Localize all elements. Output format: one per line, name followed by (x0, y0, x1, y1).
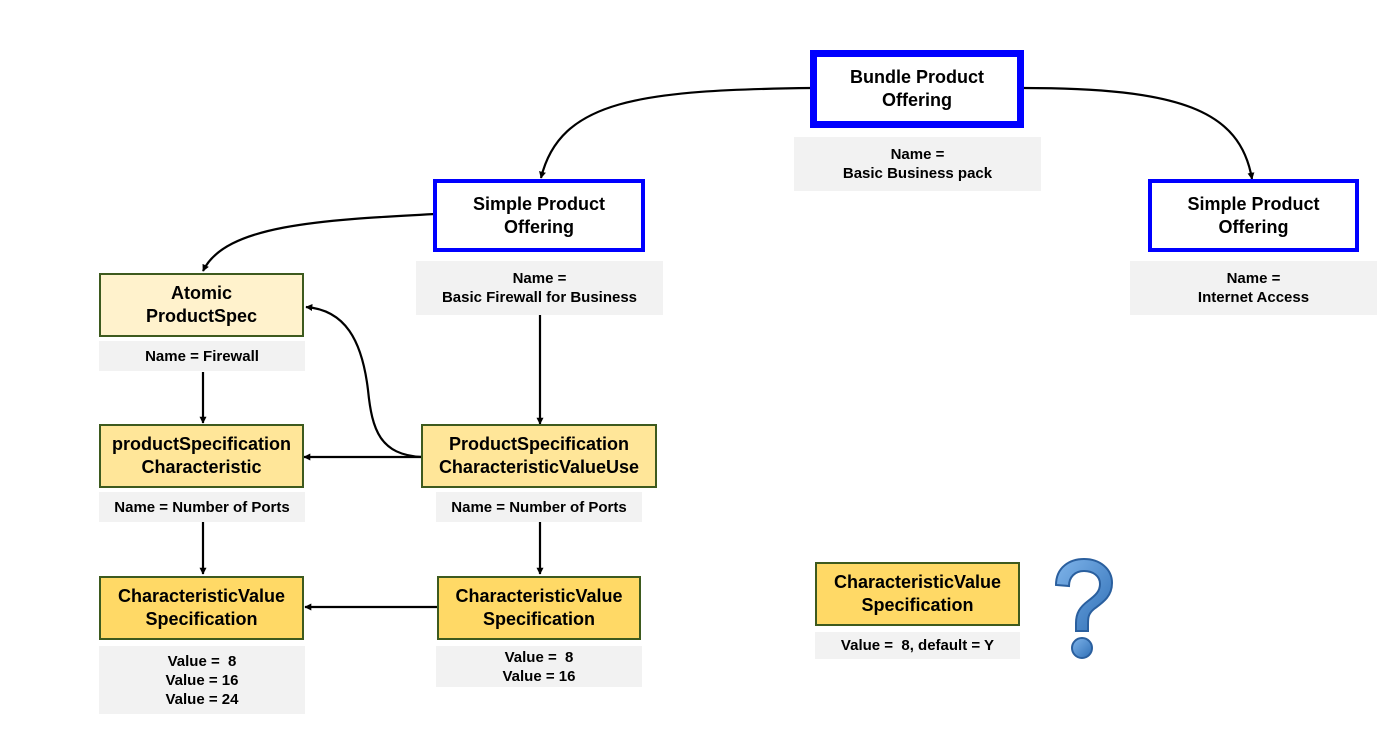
product-specification-characteristic-node: productSpecification Characteristic (99, 424, 304, 488)
simple-firewall-name-label: Name = Basic Firewall for Business (416, 261, 663, 315)
label-line: Name = Number of Ports (114, 498, 290, 516)
node-title-line: CharacteristicValue (117, 586, 286, 606)
node-title-line: Simple Product (472, 193, 606, 214)
label-line: Value = 8 (504, 648, 574, 666)
simple-internet-name-label: Name = Internet Access (1130, 261, 1377, 315)
node-title-line: Specification (145, 609, 258, 629)
label-line: Value = 8, default = Y (840, 637, 995, 654)
node-title-line: productSpecification (111, 434, 291, 454)
label-line: Name = (512, 270, 567, 287)
label-line: Value = 24 (165, 690, 239, 708)
label-line: Name = (1226, 270, 1281, 287)
node-title-line: ProductSpec (145, 306, 258, 326)
characteristic-value-use-node: ProductSpecification CharacteristicValue… (421, 424, 657, 488)
atomic-spec-name-label: Name = Firewall (99, 341, 305, 371)
value-spec-middle-values-label: Value = 8 Value = 16 (436, 646, 642, 687)
label-line: Value = 16 (165, 671, 239, 689)
bundle-name-label: Name = Basic Business pack (794, 137, 1041, 191)
node-title-line: Specification (482, 609, 596, 629)
label-line: Basic Business pack (842, 165, 993, 182)
label-line: Value = 16 (502, 667, 576, 685)
node-title-line: Atomic (170, 283, 232, 303)
characteristic-value-specification-left-node: CharacteristicValue Specification (99, 576, 304, 640)
edge-bundle-to-simple-internet (1021, 86, 1255, 180)
label-line: Name = (890, 146, 945, 163)
edge-bundle-to-simple-firewall (539, 86, 813, 179)
atomic-product-spec-node: Atomic ProductSpec (99, 273, 304, 337)
value-spec-right-values-label: Value = 8, default = Y (815, 632, 1020, 659)
simple-product-offering-firewall-node: Simple Product Offering (433, 179, 645, 252)
node-title-line: ProductSpecification (448, 434, 630, 454)
edge-value-use-to-atomic-spec (305, 303, 423, 459)
node-title-line: Simple Product (1187, 193, 1320, 214)
bundle-product-offering-node: Bundle Product Offering (810, 50, 1024, 128)
node-title-line: CharacteristicValueUse (438, 457, 640, 477)
value-spec-left-values-label: Value = 8 Value = 16 Value = 24 (99, 646, 305, 714)
node-title-line: Specification (861, 595, 974, 615)
label-line: Internet Access (1197, 289, 1310, 306)
node-title-line: Offering (1218, 216, 1289, 237)
characteristic-value-specification-middle-node: CharacteristicValue Specification (437, 576, 641, 640)
spec-characteristic-name-label: Name = Number of Ports (99, 492, 305, 522)
label-line: Value = 8 (167, 652, 237, 670)
characteristic-value-specification-right-node: CharacteristicValue Specification (815, 562, 1020, 626)
edge-simple-firewall-to-atomic-spec (202, 212, 436, 272)
label-line: Name = Firewall (145, 347, 259, 365)
label-line: Basic Firewall for Business (441, 289, 638, 306)
node-title-line: Offering (882, 90, 952, 110)
node-title-line: Offering (504, 216, 574, 237)
question-mark-icon (1054, 557, 1114, 659)
simple-product-offering-internet-node: Simple Product Offering (1148, 179, 1359, 252)
node-title-line: CharacteristicValue (833, 572, 1002, 592)
value-use-name-label: Name = Number of Ports (436, 492, 642, 522)
node-title-line: CharacteristicValue (455, 586, 623, 606)
label-line: Name = Number of Ports (451, 498, 627, 516)
node-title-line: Bundle Product (850, 67, 984, 87)
node-title-line: Characteristic (141, 457, 262, 477)
